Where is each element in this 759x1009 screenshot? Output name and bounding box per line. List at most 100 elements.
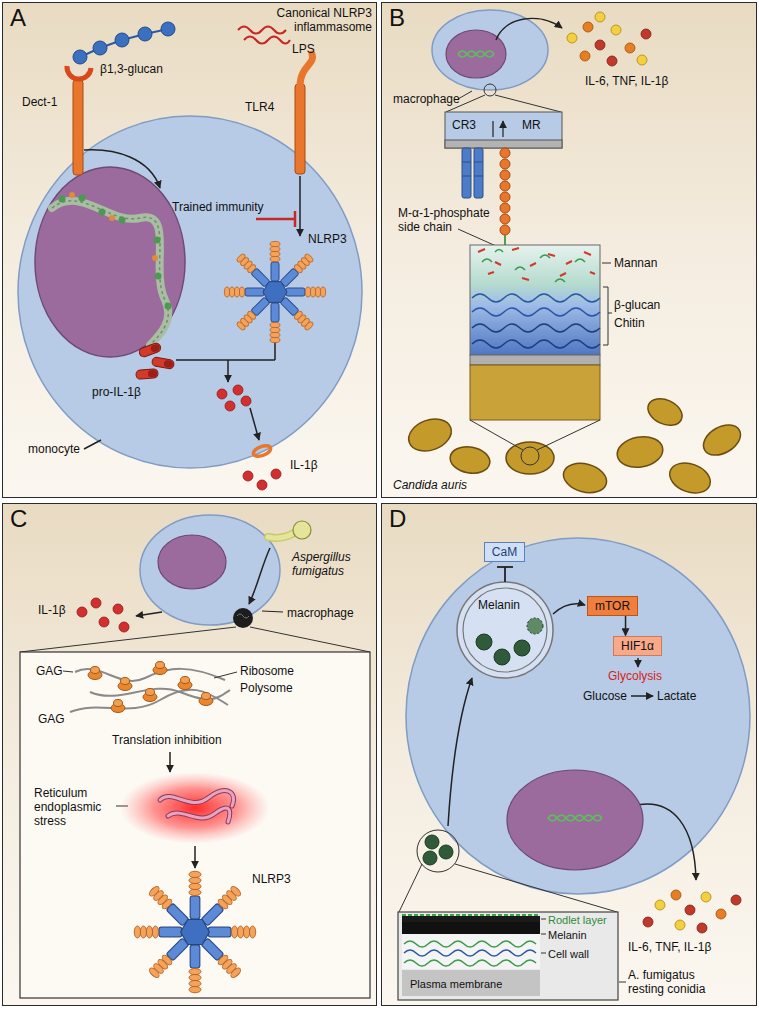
glucan-chain (161, 22, 175, 36)
yeast-cells (404, 413, 456, 456)
mannose-receptor (500, 225, 510, 235)
il1b-dots (77, 598, 129, 632)
annotation-label: Chitin (614, 316, 645, 330)
zoom-lines (455, 864, 617, 912)
zoom-lines (495, 95, 561, 112)
il1b-dots (119, 622, 129, 632)
signal-arrow (553, 604, 585, 614)
zoom-lines (521, 447, 539, 465)
cytokine-dots (697, 923, 707, 933)
inflammasome-complex (134, 871, 255, 992)
annotation-label: TLR4 (245, 100, 274, 114)
il1b-dots (99, 617, 109, 627)
dectin-receptor (67, 66, 91, 175)
figure-panel: C (2, 503, 377, 1006)
secretion-arrow (496, 18, 562, 40)
monocyte-cell (18, 116, 362, 468)
chromatin-strand (52, 201, 168, 345)
cytokine-dots (637, 55, 647, 65)
polysome-spot (233, 608, 253, 628)
cell-wall-layers (470, 365, 600, 420)
leader-line (603, 287, 612, 345)
macrophage-cell (140, 515, 280, 625)
dna-helix (548, 815, 602, 821)
zoom-lines (470, 420, 523, 450)
receptor-inset (445, 112, 562, 148)
dna-helix (548, 815, 602, 821)
cytokine-dots (731, 895, 741, 905)
er-stress-glow (120, 772, 270, 844)
signal-arrow (299, 176, 301, 236)
chromatin-strand (99, 209, 106, 216)
conidium-wall-inset (404, 950, 536, 956)
receptor-inset (445, 140, 562, 148)
zoom-lines (20, 627, 236, 652)
annotation-label: Dect-1 (22, 95, 57, 109)
cytokine-dots (607, 56, 617, 66)
annotation-label: Glycolysis (608, 669, 662, 683)
ribosomes (153, 662, 167, 675)
uptake-arrow (249, 548, 270, 604)
cytokine-dots (595, 12, 605, 22)
cytokine-dots (685, 905, 695, 915)
cytokine-dots (671, 890, 681, 900)
receptor-inset (493, 121, 503, 137)
box-label: CaM (492, 545, 517, 559)
cell-wall-layers (470, 245, 600, 355)
phagosome (476, 634, 492, 650)
panel-ground (2, 2, 377, 498)
cytokine-dots (595, 40, 605, 50)
figure-panel: DCaMmTORHIF1α (381, 503, 757, 1006)
annotation-label: β1,3-glucan (100, 62, 163, 76)
macrophage-cell (406, 538, 750, 894)
zoom-lines (417, 830, 459, 872)
glucan-chain (93, 41, 107, 55)
monocyte-cell (18, 116, 362, 468)
yeast-cells (560, 459, 610, 497)
mannose-receptor (500, 181, 510, 191)
zoom-lines (446, 84, 561, 112)
tlr4-receptor (300, 54, 313, 86)
uptake-arrow (262, 611, 283, 612)
mannose-receptor (500, 148, 510, 235)
cytokine-dots (567, 33, 577, 43)
signal-arrow (227, 360, 229, 382)
cell-wall-layers (470, 355, 600, 365)
panel-letter: D (389, 505, 749, 533)
chromatin-strand (152, 255, 158, 261)
glucan-chain (80, 29, 168, 57)
cell-wall-layers (478, 248, 595, 280)
conidium-wall-inset (404, 941, 536, 947)
annotation-label: macrophage (393, 92, 460, 106)
mannose-receptor (500, 170, 510, 180)
signal-arrow (84, 150, 160, 188)
figure-panel: A (2, 2, 377, 498)
dna-helix (458, 51, 494, 57)
chromatin-strand (52, 192, 172, 345)
cr3-receptor (462, 148, 483, 198)
cytokine-dots (655, 900, 665, 910)
mannose-receptor (500, 214, 510, 224)
annotation-label: IL-1β (38, 603, 66, 617)
signal-arrow (637, 658, 639, 667)
dna-helix (458, 51, 494, 57)
cytokine-dots (716, 909, 726, 919)
il1b-dots (241, 396, 251, 406)
yeast-cells (615, 433, 666, 471)
transcription-factor-box: HIF1α (613, 636, 662, 656)
cytokine-dots (643, 917, 653, 927)
chromatin-strand (165, 303, 172, 310)
dna-helix (458, 51, 494, 57)
step-arrow (194, 846, 196, 868)
cytokine-dots (625, 43, 635, 53)
leader-line (63, 671, 73, 672)
il1b-dots (233, 385, 243, 395)
cytokine-dots (641, 29, 651, 39)
zoom-lines (20, 627, 370, 652)
er-stress-glow (160, 791, 234, 806)
mechanism-inset (20, 652, 370, 998)
gasdermin-pore (252, 444, 272, 459)
